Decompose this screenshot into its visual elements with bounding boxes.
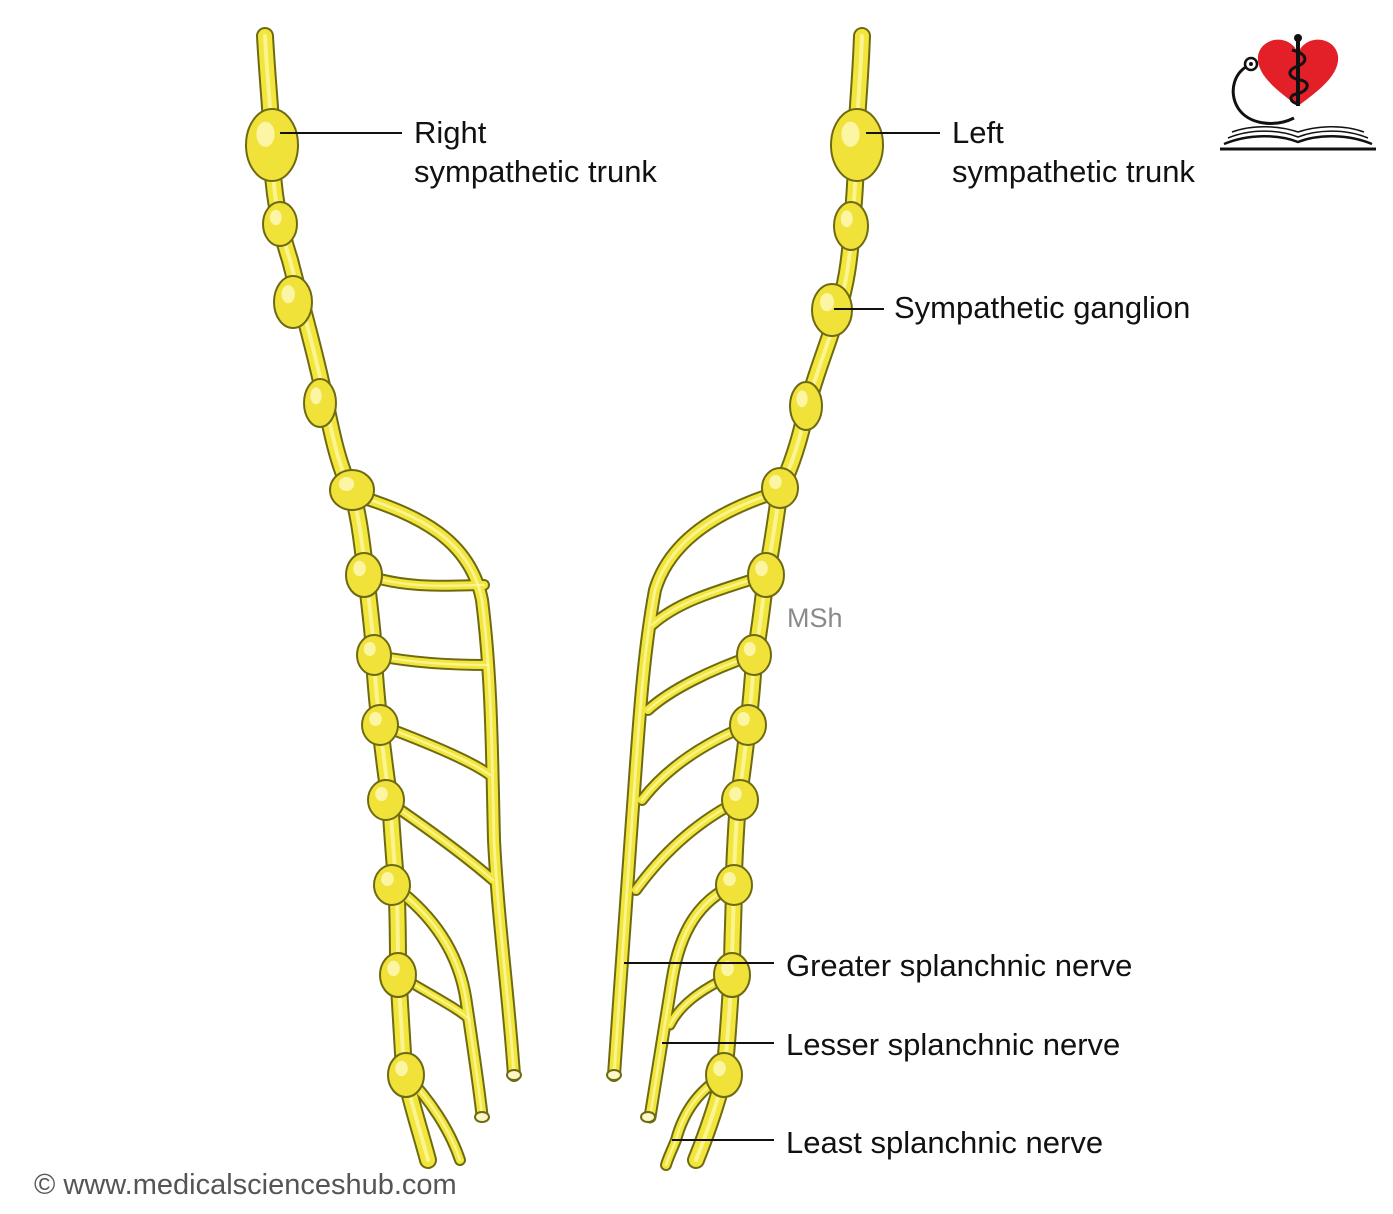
left-ganglion-10-highlight bbox=[723, 872, 736, 886]
left-greater-splanchnic-highlight bbox=[612, 490, 780, 1077]
stethoscope-icon bbox=[1231, 62, 1295, 125]
right-ganglion-4 bbox=[303, 378, 337, 428]
label-left-trunk-line2: sympathetic trunk bbox=[952, 154, 1195, 189]
right-greater-splanchnic-highlight bbox=[353, 493, 516, 1077]
right-ganglion-7 bbox=[356, 634, 392, 676]
left-ganglion-11-highlight bbox=[721, 960, 734, 977]
book-icon bbox=[1220, 125, 1376, 151]
right-ganglion-1 bbox=[245, 108, 299, 182]
right-ganglion-12-highlight bbox=[395, 1060, 408, 1077]
left-ganglion-10 bbox=[715, 864, 753, 906]
right-ganglion-2-highlight bbox=[269, 209, 282, 226]
artist-signature: MSh bbox=[787, 603, 843, 633]
right-lesser-splanchnic-highlight bbox=[390, 883, 484, 1117]
right-ganglion-11 bbox=[379, 952, 417, 998]
right-ganglion-11-highlight bbox=[387, 960, 400, 977]
left-ganglion-11 bbox=[713, 952, 751, 998]
right-ganglion-6-highlight bbox=[353, 560, 366, 577]
right-ganglion-8 bbox=[361, 704, 399, 746]
label-least-splanchnic: Least splanchnic nerve bbox=[786, 1125, 1103, 1160]
leader-lines bbox=[280, 132, 940, 1141]
right-ganglion-12 bbox=[387, 1052, 425, 1098]
left-ganglion-3-highlight bbox=[820, 293, 834, 312]
left-ganglion-4-highlight bbox=[796, 390, 808, 408]
caduceus-heart-book-icon bbox=[1220, 34, 1376, 151]
left-ganglion-2-highlight bbox=[840, 210, 853, 228]
nerve-illustration bbox=[245, 27, 884, 1171]
labels: Right sympathetic trunk Left sympathetic… bbox=[34, 115, 1195, 1201]
right-ganglion-8-highlight bbox=[369, 712, 382, 726]
right-lesser-cut-end bbox=[474, 1111, 490, 1123]
label-right-trunk-line1: Right bbox=[414, 115, 487, 150]
right-ganglion-4-highlight bbox=[310, 387, 322, 405]
label-lesser-splanchnic: Lesser splanchnic nerve bbox=[786, 1027, 1120, 1062]
label-right-trunk-line2: sympathetic trunk bbox=[414, 154, 657, 189]
label-sympathetic-ganglion: Sympathetic ganglion bbox=[894, 290, 1190, 325]
copyright-notice: © www.medicalscienceshub.com bbox=[34, 1169, 457, 1201]
right-greater-cut-end bbox=[506, 1069, 522, 1081]
left-ganglion-12 bbox=[705, 1052, 743, 1098]
left-ganglion-2 bbox=[833, 201, 869, 251]
left-ganglion-5 bbox=[761, 467, 799, 509]
right-ganglion-2 bbox=[262, 201, 298, 247]
label-left-trunk-line1: Left bbox=[952, 115, 1004, 150]
right-ganglion-5-highlight bbox=[338, 477, 355, 491]
left-ganglion-6 bbox=[747, 552, 785, 598]
left-ganglion-4 bbox=[789, 381, 823, 431]
left-ganglion-7-highlight bbox=[743, 642, 756, 656]
left-lesser-cut-end bbox=[640, 1111, 656, 1123]
left-ganglion-9-highlight bbox=[729, 787, 742, 801]
left-ganglion-1 bbox=[830, 108, 884, 182]
right-ganglion-9 bbox=[367, 779, 405, 821]
left-ganglion-1-highlight bbox=[841, 121, 860, 147]
label-greater-splanchnic: Greater splanchnic nerve bbox=[786, 948, 1132, 983]
left-ganglion-8 bbox=[729, 704, 767, 746]
left-ganglion-6-highlight bbox=[755, 560, 768, 577]
left-ganglion-5-highlight bbox=[769, 475, 782, 489]
right-ganglion-10-highlight bbox=[381, 872, 394, 886]
right-ganglion-5 bbox=[329, 469, 375, 511]
left-ganglion-12-highlight bbox=[713, 1060, 726, 1077]
left-ganglion-7 bbox=[736, 634, 772, 676]
right-ganglion-10 bbox=[373, 864, 411, 906]
left-greater-cut-end bbox=[606, 1069, 622, 1081]
right-ganglion-3 bbox=[273, 275, 313, 329]
left-ganglion-9 bbox=[721, 779, 759, 821]
left-lesser-splanchnic-highlight bbox=[648, 883, 736, 1119]
right-ganglion-6 bbox=[345, 552, 383, 598]
right-ganglion-1-highlight bbox=[256, 121, 275, 147]
left-ganglion-8-highlight bbox=[737, 712, 750, 726]
right-ganglion-3-highlight bbox=[281, 285, 295, 304]
right-ganglion-7-highlight bbox=[363, 642, 376, 656]
right-ganglion-9-highlight bbox=[375, 787, 388, 801]
